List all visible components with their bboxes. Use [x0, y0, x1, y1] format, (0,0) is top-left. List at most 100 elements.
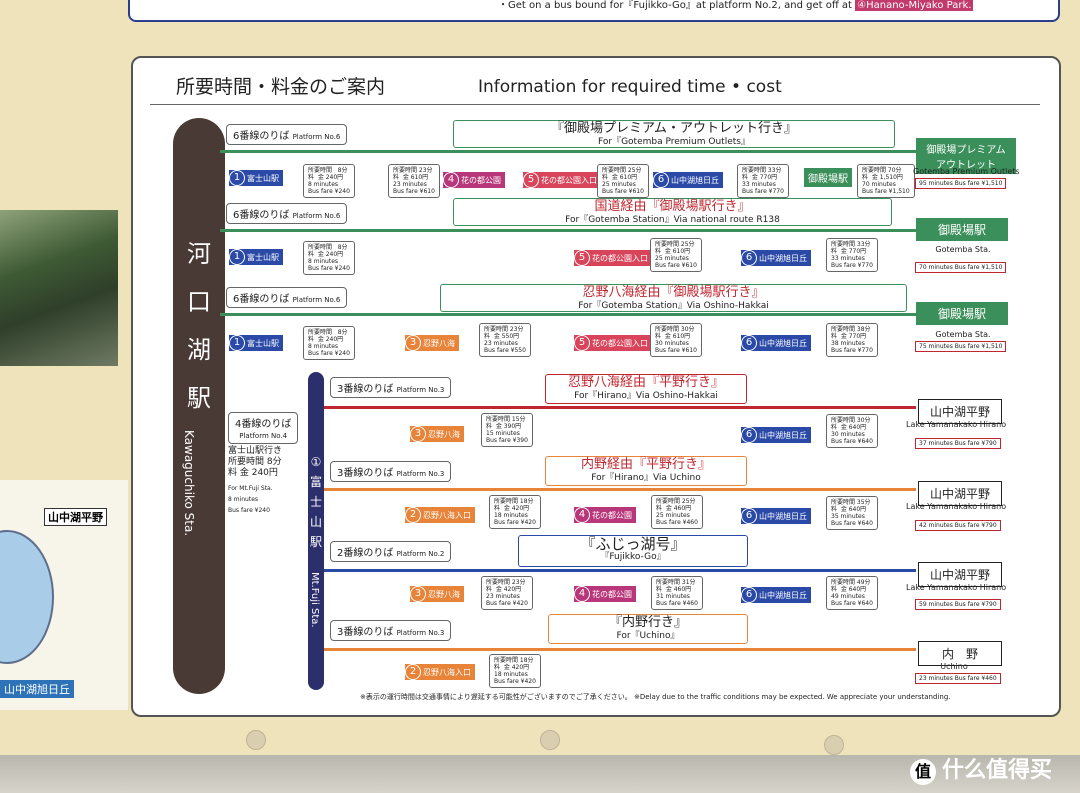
platform-4-sub: Platform No.4	[239, 432, 288, 440]
stop-num: 6	[741, 427, 757, 443]
route-6-platform: 2番線のりば Platform No.2	[330, 541, 452, 562]
route-1-line	[220, 150, 916, 153]
stop-num: 2	[405, 507, 421, 523]
trip-fare: 料 金 240円	[228, 468, 278, 478]
platform-label: 6番線のりば	[233, 210, 290, 221]
map-stop-hirano: 山中湖平野	[44, 508, 107, 526]
stop-name: 富士山駅	[247, 252, 279, 262]
platform-en: Platform No.2	[396, 550, 445, 558]
route-2-dest: 御殿場駅	[916, 218, 1008, 241]
route-1-info-e: 所要時間 70分 料 金 1,510円 70 minutes Bus fare …	[857, 164, 915, 198]
stop-name: 山中湖旭日丘	[759, 511, 807, 521]
platform-4-label: 4番線のりば	[235, 419, 292, 430]
route-title-jp: 内野経由『平野行き』	[580, 457, 711, 472]
panel-title-en: Information for required time • cost	[478, 77, 782, 97]
panel-title-jp: 所要時間・料金のご案内	[176, 76, 386, 98]
platform-label: 3番線のりば	[337, 468, 394, 479]
trip-en-fare: Bus fare ¥240	[228, 507, 270, 514]
stop-name: 富士山駅	[247, 173, 279, 183]
fuji-station-en: Mt.Fuji Sta.	[309, 572, 320, 628]
route-3-info-d: 所要時間 38分 料 金 770円 38 minutes Bus fare ¥7…	[826, 323, 878, 357]
route-6-dest-info: 59 minutes Bus fare ¥790	[915, 599, 1001, 610]
stop-num: 1	[229, 249, 245, 265]
stop-name: 山中湖旭日丘	[759, 430, 807, 440]
route-2-info-b: 所要時間 25分 料 金 610円 25 minutes Bus fare ¥6…	[650, 238, 702, 272]
route-4-info-a: 所要時間 15分 料 金 390円 15 minutes Bus fare ¥3…	[481, 413, 533, 447]
route-1-info-b: 所要時間 23分 料 金 610円 23 minutes Bus fare ¥6…	[388, 164, 440, 198]
route-7-dest-en: Uchino	[940, 662, 968, 671]
title-divider	[150, 104, 1040, 105]
route-3-dest-info: 75 minutes Bus fare ¥1,510	[915, 341, 1007, 352]
stop-num: 3	[410, 426, 426, 442]
watermark-text: 什么值得买	[942, 758, 1053, 783]
stop-name: 忍野八海入口	[423, 667, 471, 677]
route-2-dest-info: 70 minutes Bus fare ¥1,510	[915, 262, 1007, 273]
route-title-en: For『Gotemba Station』Via national route R…	[565, 215, 780, 225]
footnote: ※表示の運行時間は交通事情により遅延する可能性がございますのでご了承ください。 …	[360, 693, 951, 701]
map-stop-asahigaoka: 山中湖旭日丘	[0, 680, 74, 698]
route-7-dest-info: 23 minutes Bus fare ¥460	[915, 673, 1001, 684]
bolt	[246, 730, 266, 750]
trip-dest: 富士山駅行き	[228, 446, 283, 456]
ground	[0, 755, 1080, 793]
platform-en: Platform No.3	[396, 629, 445, 637]
route-title-en: 『Fujikko-Go』	[600, 552, 666, 562]
route-3-dest-en: Gotemba Sta.	[935, 330, 991, 339]
route-4-info-b: 所要時間 30分 料 金 640円 30 minutes Bus fare ¥6…	[826, 414, 878, 448]
route-7-title: 『内野行き』For『Uchino』	[548, 614, 748, 644]
route-2-platform: 6番線のりば Platform No.6	[226, 203, 348, 224]
trip-en: For Mt.Fuji Sta.	[228, 485, 273, 492]
route-1-info-d: 所要時間 33分 料 金 770円 33 minutes Bus fare ¥7…	[737, 164, 789, 198]
route-title-jp: 『ふじっ湖号』	[580, 535, 686, 553]
stop-name: 忍野八海	[428, 429, 460, 439]
stop-num: 1	[229, 335, 245, 351]
platform-label: 3番線のりば	[337, 627, 394, 638]
stop-name: 山中湖旭日丘	[759, 590, 807, 600]
stop-name: 花の都公園入口	[541, 175, 597, 185]
stop-num: 5	[574, 250, 590, 266]
route-1-title: 『御殿場プレミアム・アウトレット行き』For『Gotemba Premium O…	[453, 120, 895, 148]
route-1-dest: 御殿場プレミアム アウトレット	[916, 138, 1016, 174]
stop-num: 4	[443, 172, 459, 188]
route-7-platform: 3番線のりば Platform No.3	[330, 620, 452, 641]
route-4-dest: 山中湖平野	[918, 399, 1002, 424]
route-6-title: 『ふじっ湖号』『Fujikko-Go』	[518, 535, 748, 567]
route-title-jp: 忍野八海経由『平野行き』	[567, 375, 724, 390]
platform-label: 6番線のりば	[233, 131, 290, 142]
top-note: ・Get on a bus bound for『Fujikko-Go』at pl…	[498, 0, 974, 11]
stop-num: 5	[574, 335, 590, 351]
watermark-icon: 值	[910, 759, 936, 785]
route-2-info-a: 所要時間 8分 料 金 240円 8 minutes Bus fare ¥240	[303, 241, 355, 275]
watermark: 值什么值得买	[910, 752, 1052, 785]
stop-name: 山中湖旭日丘	[759, 253, 807, 263]
route-6-dest-en: Lake Yamanakako Hirano	[906, 583, 1007, 592]
route-title-en: For『Hirano』Via Uchino	[591, 473, 701, 483]
route-7-info-a: 所要時間 18分 料 金 420円 18 minutes Bus fare ¥4…	[489, 654, 541, 688]
route-6-dest: 山中湖平野	[918, 562, 1002, 587]
route-4-dest-en: Lake Yamanakako Hirano	[906, 420, 1007, 429]
fuji-station-bar	[308, 372, 324, 690]
route-title-jp: 『御殿場プレミアム・アウトレット行き』	[550, 121, 798, 136]
stop-num: 3	[405, 335, 421, 351]
route-6-line	[324, 569, 916, 572]
top-note-box: ・Get on a bus bound for『Fujikko-Go』at pl…	[128, 0, 1060, 22]
station-name-en: Kawaguchiko Sta.	[182, 430, 196, 537]
route-4-platform: 3番線のりば Platform No.3	[330, 377, 452, 398]
station-name-jp: 河口湖駅	[187, 240, 211, 412]
left-photo	[0, 210, 118, 366]
route-5-info-c: 所要時間 35分 料 金 640円 35 minutes Bus fare ¥6…	[826, 496, 878, 530]
route-title-en: For『Uchino』	[616, 631, 680, 641]
trip-time: 所要時間 8分	[228, 457, 282, 467]
route-5-dest: 山中湖平野	[918, 481, 1002, 506]
platform-4-trip: 富士山駅行き 所要時間 8分 料 金 240円 For Mt.Fuji Sta.…	[228, 446, 282, 516]
